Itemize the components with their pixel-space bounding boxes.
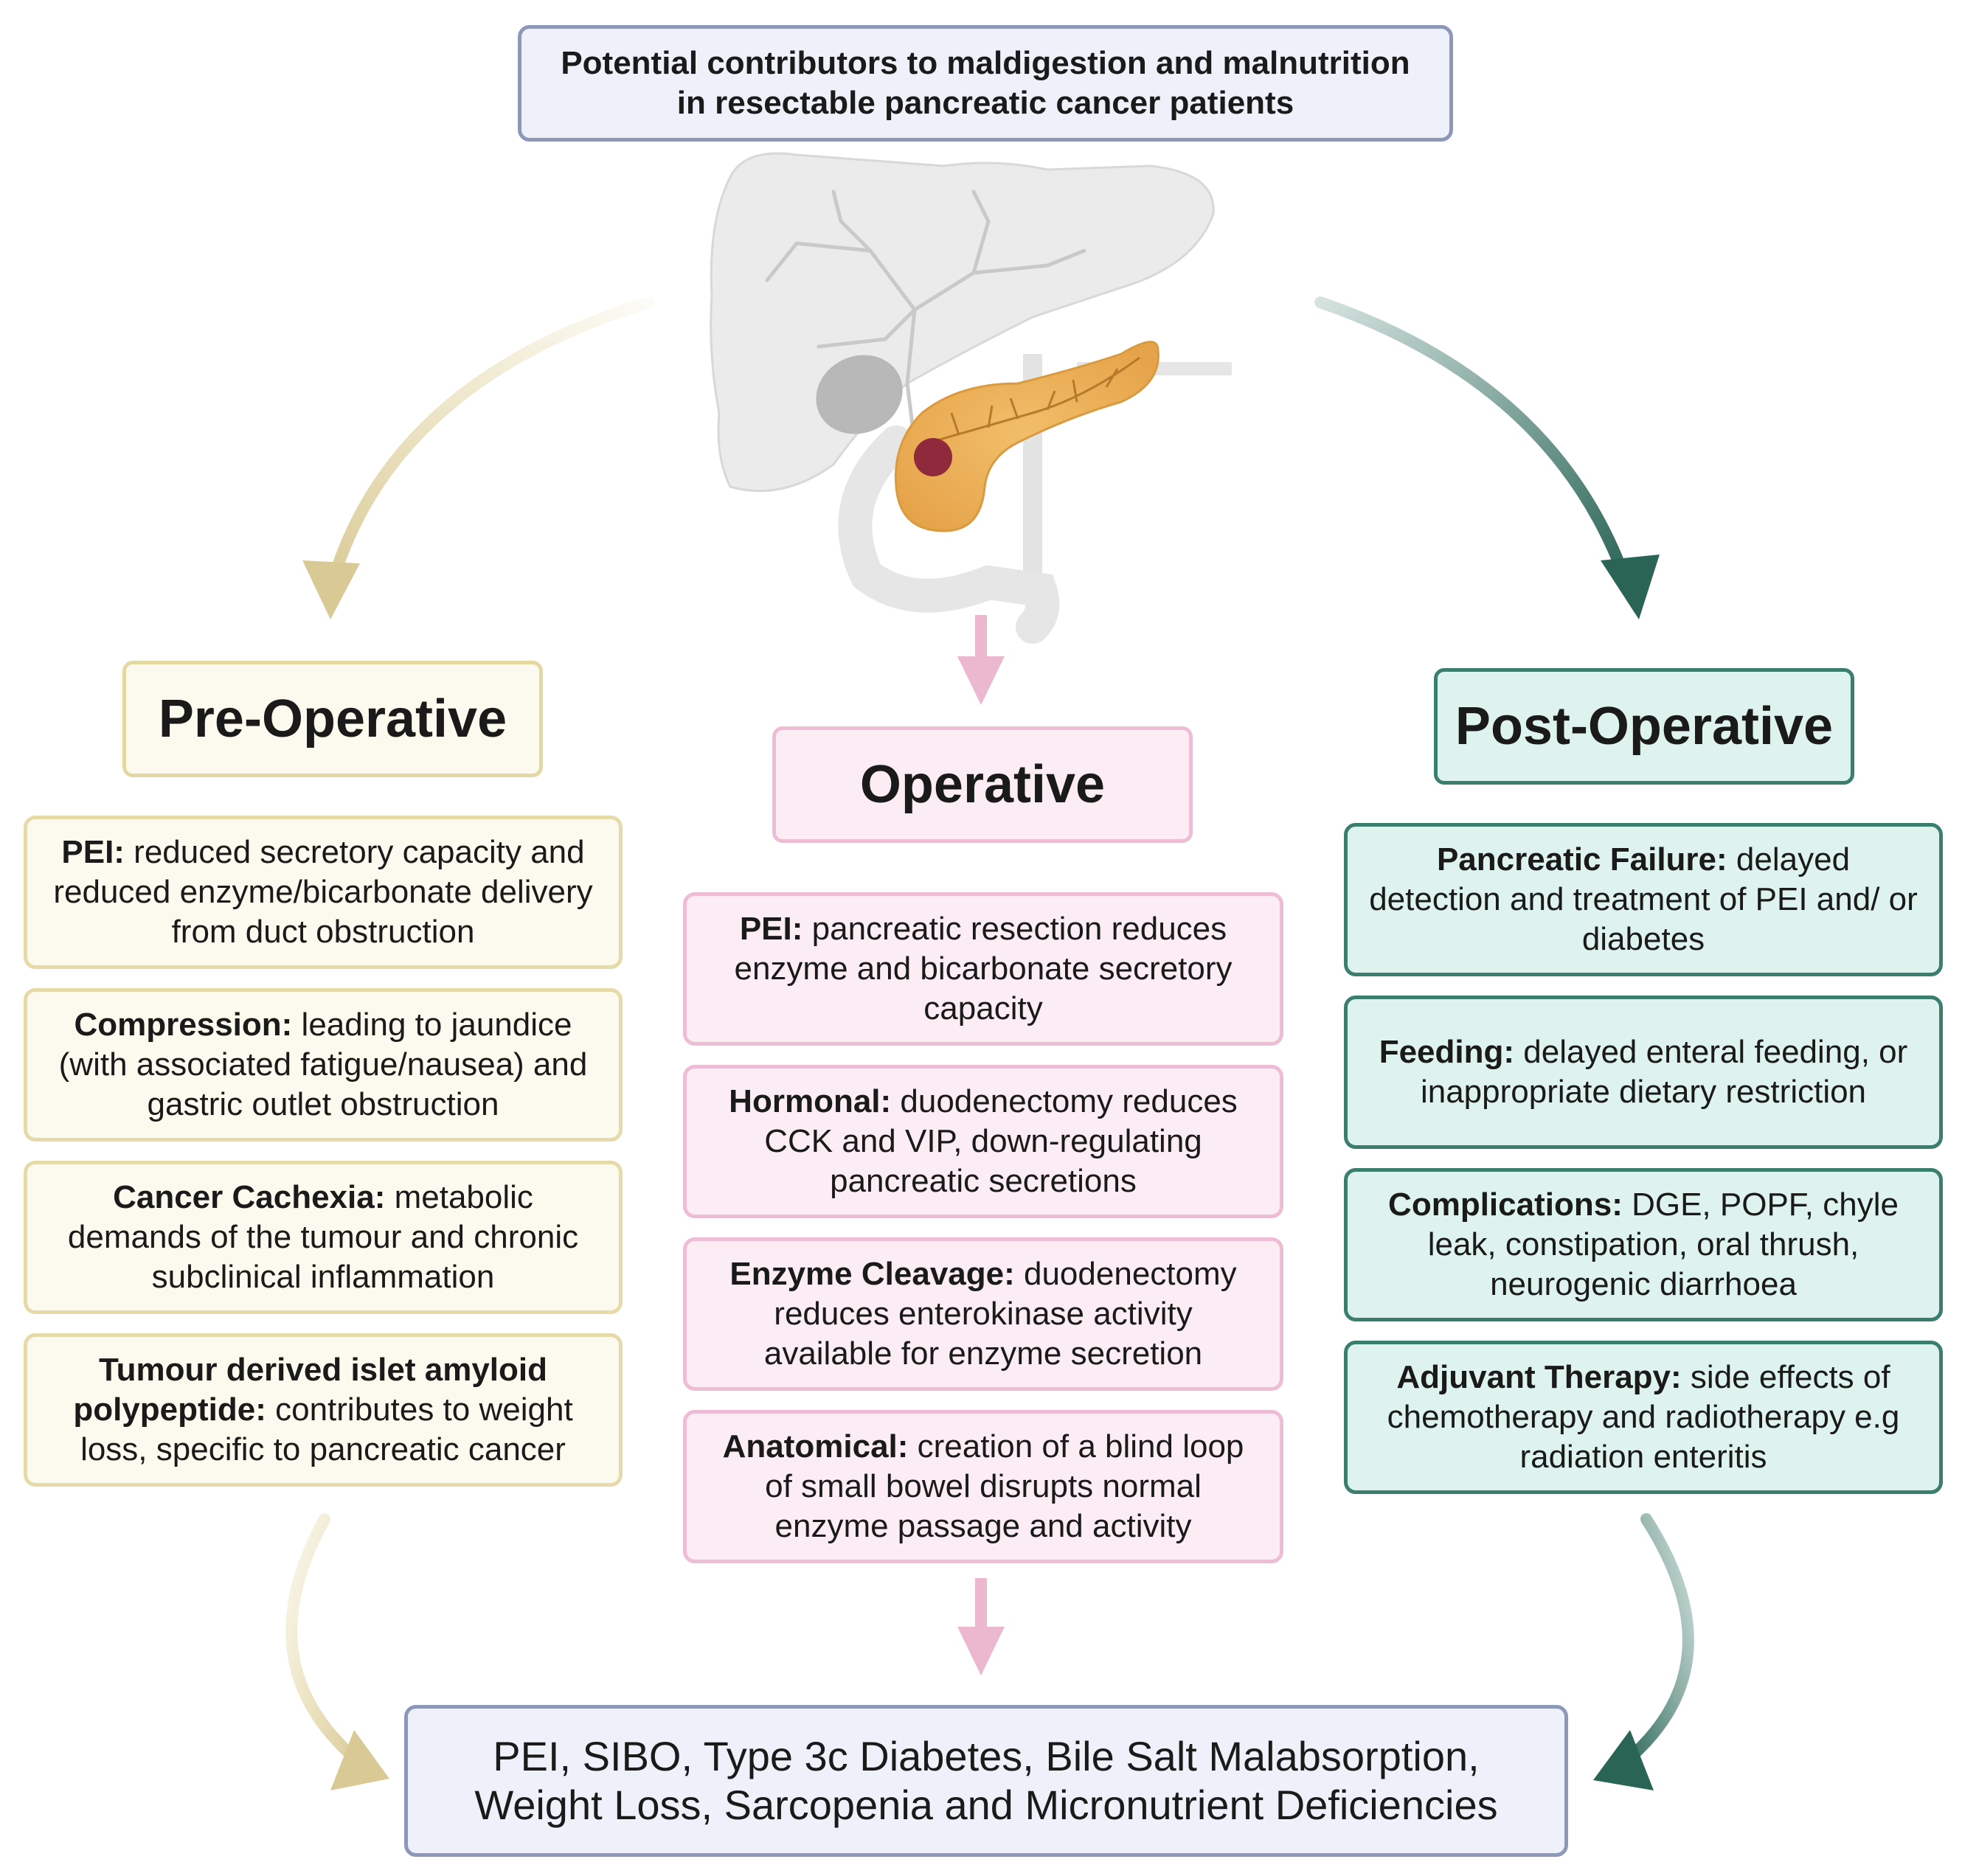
arrow-shaft-outcome: [975, 1578, 987, 1630]
post-operative-card: Adjuvant Therapy: side effects of chemot…: [1344, 1341, 1943, 1494]
card-term: Complications:: [1388, 1187, 1623, 1223]
card-text: reduced secretory capacity and reduced e…: [53, 834, 593, 950]
pre-operative-card: Cancer Cachexia: metabolic demands of th…: [24, 1161, 623, 1314]
card-term: Anatomical:: [722, 1428, 909, 1465]
duodenum-illustration: [838, 425, 1060, 644]
card-term: Feeding:: [1379, 1034, 1515, 1070]
pre-operative-header: Pre-Operative: [122, 661, 543, 777]
tumour-illustration: [914, 438, 952, 476]
pre-operative-header-text: Pre-Operative: [158, 689, 507, 748]
pre-operative-card: Compression: leading to jaundice (with a…: [24, 988, 623, 1142]
operative-card: PEI: pancreatic resection reduces enzyme…: [683, 892, 1283, 1046]
card-text: DGE, POPF, chyle leak, constipation, ora…: [1427, 1187, 1899, 1302]
arrowhead-post-outcome: [1593, 1730, 1654, 1790]
operative-card: Hormonal: duodenectomy reduces CCK and V…: [683, 1065, 1283, 1218]
card-term: Pancreatic Failure:: [1436, 841, 1727, 878]
card-term: Hormonal:: [729, 1083, 892, 1119]
card-term: Tumour derived islet amyloid polypeptide…: [73, 1352, 547, 1428]
card-term: Cancer Cachexia:: [113, 1179, 386, 1215]
arrowhead-pre-operative: [302, 560, 360, 619]
arrowhead-operative: [957, 656, 1005, 705]
diagram-title-text: Potential contributors to maldigestion a…: [561, 45, 1410, 121]
card-term: Enzyme Cleavage:: [729, 1256, 1015, 1292]
card-text: duodenectomy reduces CCK and VIP, down-r…: [764, 1083, 1238, 1199]
arrow-pre-to-outcome: [285, 1513, 367, 1770]
card-term: PEI:: [739, 911, 803, 947]
card-text: contributes to weight loss, specific to …: [80, 1392, 573, 1467]
post-operative-header: Post-Operative: [1434, 668, 1854, 785]
post-operative-header-text: Post-Operative: [1455, 697, 1834, 756]
pre-operative-card: Tumour derived islet amyloid polypeptide…: [24, 1333, 623, 1487]
arrow-shaft-operative: [975, 615, 987, 659]
post-operative-card: Pancreatic Failure: delayed detection an…: [1344, 823, 1943, 976]
operative-card: Enzyme Cleavage: duodenectomy reduces en…: [683, 1237, 1283, 1391]
card-text: delayed enteral feeding, or inappropriat…: [1420, 1034, 1908, 1110]
operative-header: Operative: [772, 726, 1193, 843]
card-text: delayed detection and treatment of PEI a…: [1369, 841, 1918, 957]
card-text: duodenectomy reduces enterokinase activi…: [763, 1256, 1237, 1372]
outcome-text: PEI, SIBO, Type 3c Diabetes, Bile Salt M…: [474, 1733, 1498, 1828]
card-text: leading to jaundice (with associated fat…: [58, 1007, 588, 1122]
arrow-to-post-operative: [1314, 296, 1632, 588]
arrow-to-pre-operative: [322, 296, 655, 603]
pre-operative-card: PEI: reduced secretory capacity and redu…: [24, 816, 623, 969]
card-text: metabolic demands of the tumour and chro…: [67, 1179, 579, 1295]
post-operative-card: Feeding: delayed enteral feeding, or ina…: [1344, 996, 1943, 1149]
operative-card: Anatomical: creation of a blind loop of …: [683, 1410, 1283, 1563]
outcome-box: PEI, SIBO, Type 3c Diabetes, Bile Salt M…: [404, 1705, 1568, 1857]
pancreas-illustration: [894, 341, 1159, 532]
card-term: Adjuvant Therapy:: [1396, 1359, 1682, 1395]
arrowhead-outcome: [957, 1627, 1005, 1675]
post-operative-card: Complications: DGE, POPF, chyle leak, co…: [1344, 1168, 1943, 1321]
operative-header-text: Operative: [859, 755, 1106, 814]
card-term: Compression:: [74, 1007, 293, 1043]
arrowhead-post-operative: [1601, 555, 1660, 619]
arrowhead-pre-outcome: [330, 1730, 389, 1790]
arrow-post-to-outcome: [1617, 1513, 1694, 1770]
card-term: PEI:: [61, 834, 125, 870]
card-text: creation of a blind loop of small bowel …: [765, 1428, 1244, 1544]
card-text: side effects of chemotherapy and radioth…: [1387, 1359, 1900, 1475]
diagram-title: Potential contributors to maldigestion a…: [518, 25, 1453, 142]
liver-pancreas-illustration: [710, 152, 1232, 644]
gallbladder-illustration: [816, 355, 903, 434]
card-text: pancreatic resection reduces enzyme and …: [734, 911, 1233, 1026]
